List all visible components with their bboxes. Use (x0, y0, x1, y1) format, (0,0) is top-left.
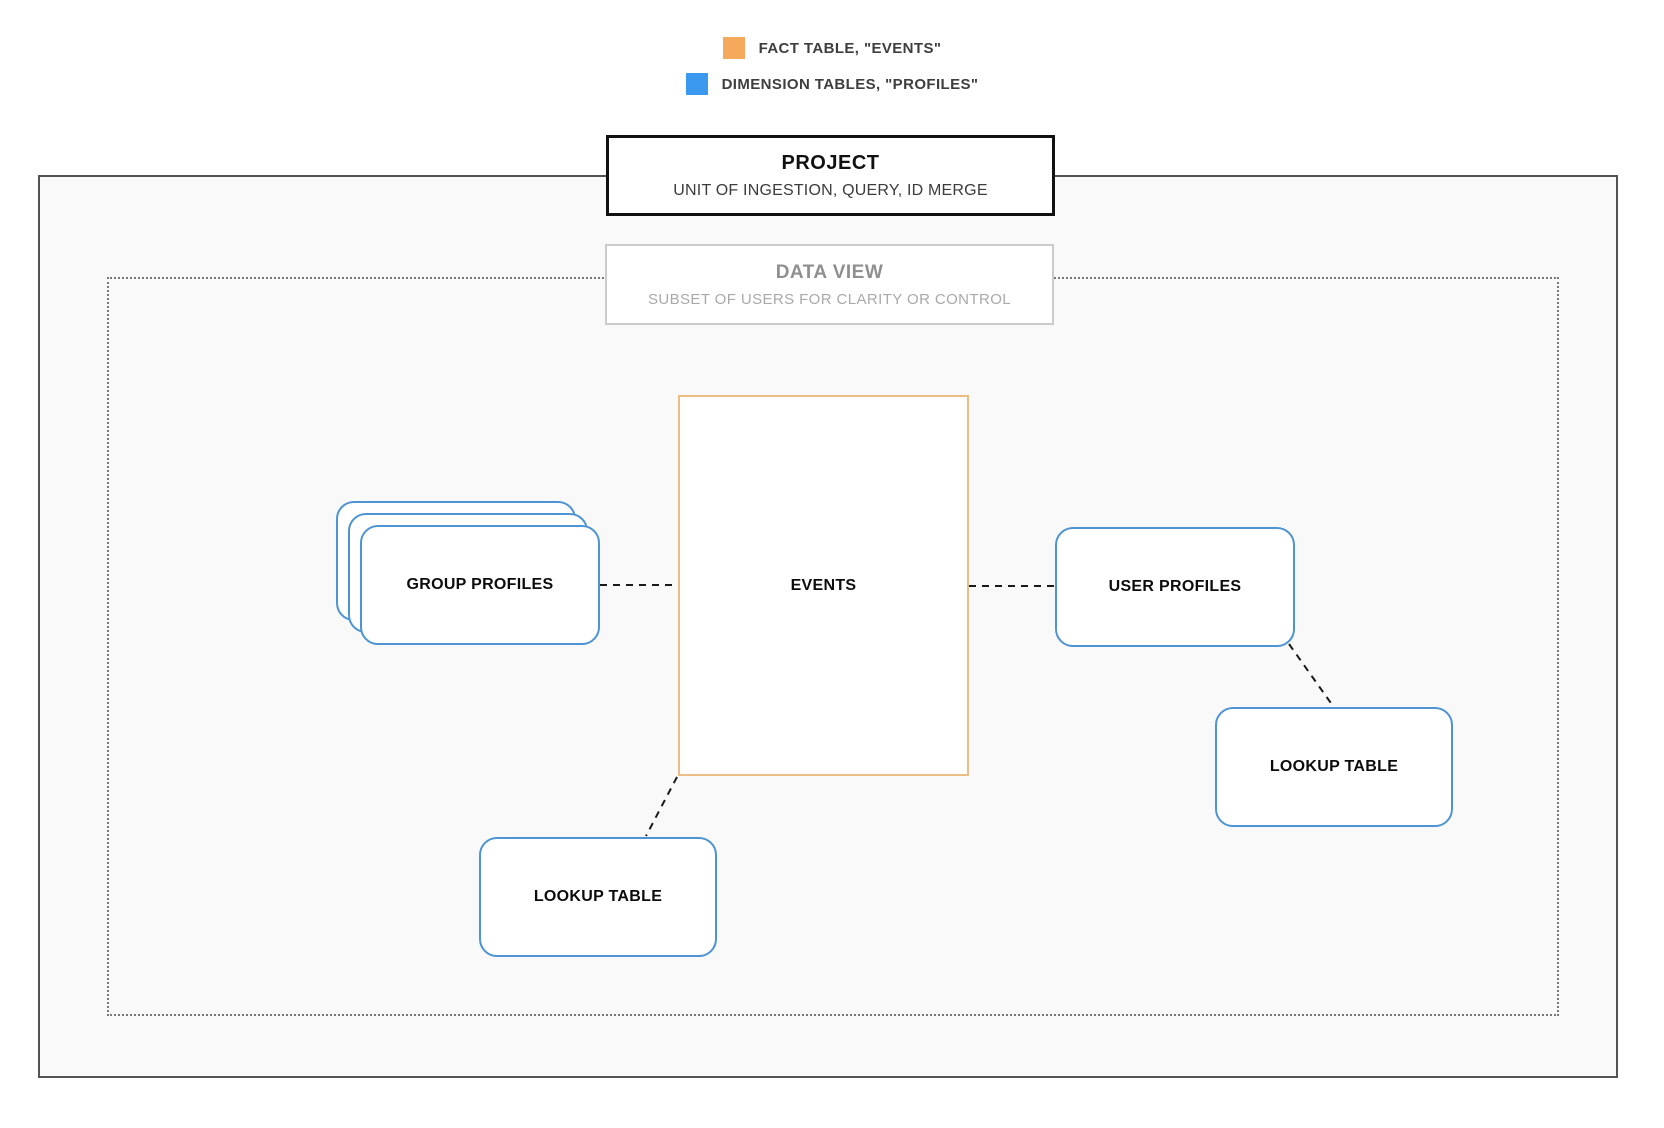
node-user-profiles: USER PROFILES (1055, 527, 1295, 647)
node-lookup-table-bottom: LOOKUP TABLE (479, 837, 717, 957)
group-profiles-label: GROUP PROFILES (406, 576, 554, 593)
edge-events-lookup-table (645, 776, 678, 837)
legend-label-dimension-tables: DIMENSION TABLES, "PROFILES" (721, 75, 979, 93)
data-view-title-box: DATA VIEW SUBSET OF USERS FOR CLARITY OR… (605, 244, 1054, 325)
data-view-subtitle: SUBSET OF USERS FOR CLARITY OR CONTROL (647, 290, 1012, 308)
legend-item-dimension-tables: DIMENSION TABLES, "PROFILES" (18, 73, 1646, 95)
legend-item-fact-table: FACT TABLE, "EVENTS" (18, 37, 1646, 59)
lookup-table-right-label: LOOKUP TABLE (1269, 758, 1399, 775)
node-events: EVENTS (678, 395, 969, 776)
project-subtitle: UNIT OF INGESTION, QUERY, ID MERGE (673, 181, 988, 199)
fact-table-color-swatch-icon (722, 37, 745, 59)
user-profiles-label: USER PROFILES (1108, 578, 1242, 595)
project-title: PROJECT (781, 151, 880, 174)
legend-label-fact-table: FACT TABLE, "EVENTS" (758, 39, 942, 57)
events-label: EVENTS (790, 576, 857, 594)
edge-user-profiles-lookup-table (1288, 643, 1334, 707)
node-group-profiles: GROUP PROFILES (360, 525, 600, 645)
node-lookup-table-right: LOOKUP TABLE (1215, 707, 1453, 827)
lookup-table-bottom-label: LOOKUP TABLE (533, 888, 663, 905)
data-view-title: DATA VIEW (775, 261, 884, 283)
dimension-tables-color-swatch-icon (685, 73, 708, 95)
project-title-box: PROJECT UNIT OF INGESTION, QUERY, ID MER… (606, 135, 1055, 216)
